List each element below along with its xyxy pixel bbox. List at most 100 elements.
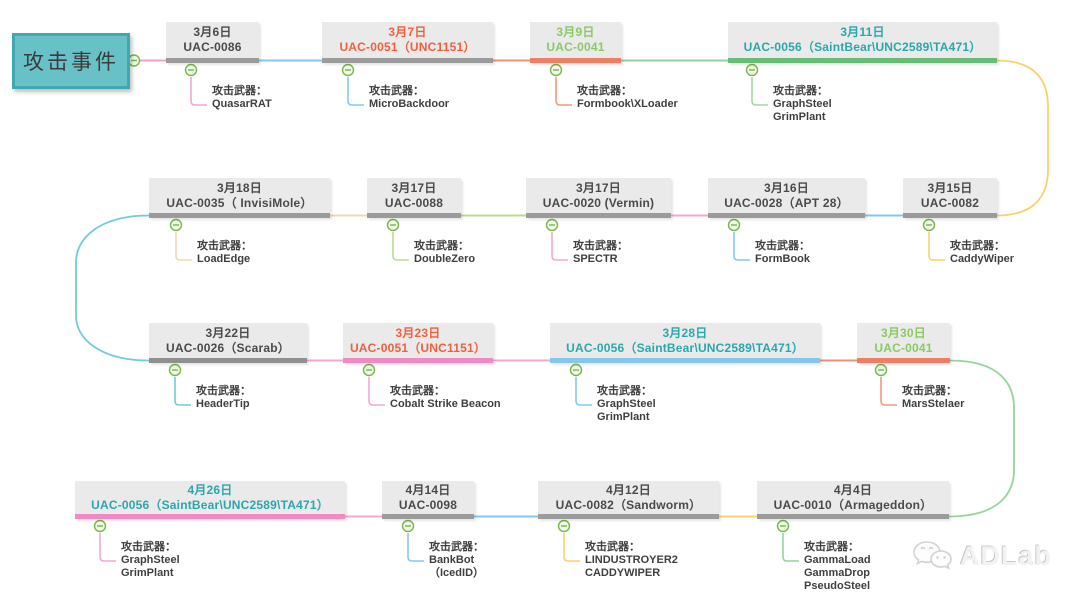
weapon-branch-line: [190, 77, 207, 106]
timeline-curve-right-2: [948, 359, 1015, 518]
weapon-name: GraphSteel: [121, 554, 180, 566]
weapon-name: MicroBackdoor: [369, 98, 450, 110]
watermark: ADLab: [910, 536, 1052, 576]
weapon-branch-line: [563, 533, 580, 562]
weapon-label-title: 攻击武器：: [390, 385, 445, 397]
weapon-name: MarsStelaer: [902, 398, 965, 410]
node-date: 4月26日: [187, 482, 233, 497]
weapon-name: GammaDrop: [804, 567, 871, 579]
collapse-toggle[interactable]: [93, 519, 107, 533]
node-actor: UAC-0035（ InvisiMole）: [166, 195, 313, 210]
weapon-label: 攻击武器：DoubleZero: [414, 240, 475, 266]
weapon-label: 攻击武器：BankBot（IcedID）: [429, 541, 484, 580]
collapse-toggle[interactable]: [168, 363, 182, 377]
node-actor: UAC-0056（SaintBear\UNC2589\TA471）: [566, 340, 804, 355]
weapon-label: 攻击武器：FormBook: [755, 240, 810, 266]
weapon-label: 攻击武器：HeaderTip: [196, 385, 251, 411]
collapse-toggle[interactable]: [874, 363, 888, 377]
weapon-label: 攻击武器：Formbook\XLoader: [577, 85, 678, 111]
node-date: 3月9日: [556, 25, 595, 39]
collapse-toggle[interactable]: [386, 218, 400, 232]
collapse-toggle[interactable]: [401, 519, 415, 533]
node-actor: UAC-0082（Sandworm）: [555, 497, 702, 512]
node-date: 4月4日: [833, 482, 873, 497]
weapon-branch-line: [880, 377, 897, 406]
node-date: 3月6日: [193, 25, 232, 39]
weapon-label-title: 攻击武器：: [121, 541, 176, 553]
weapon-branch-line: [551, 232, 568, 261]
weapon-label-title: 攻击武器：: [804, 541, 859, 553]
weapon-label-title: 攻击武器：: [902, 385, 957, 397]
node-date: 3月30日: [880, 325, 927, 340]
collapse-toggle[interactable]: [362, 363, 376, 377]
weapon-name: GrimPlant: [773, 111, 826, 123]
collapse-toggle[interactable]: [545, 218, 559, 232]
weapon-label-title: 攻击武器：: [429, 541, 484, 553]
collapse-toggle[interactable]: [745, 63, 759, 77]
collapse-toggle[interactable]: [727, 218, 741, 232]
weapon-label-title: 攻击武器：: [196, 385, 251, 397]
weapon-branch-line: [175, 232, 192, 261]
weapon-label-title: 攻击武器：: [369, 85, 424, 97]
weapon-branch-line: [555, 77, 572, 106]
weapon-label-title: 攻击武器：: [414, 240, 469, 252]
weapon-branch-line: [782, 533, 799, 562]
weapon-name: GraphSteel: [773, 98, 832, 110]
collapse-toggle[interactable]: [549, 63, 563, 77]
weapon-label-title: 攻击武器：: [597, 385, 652, 397]
collapse-toggle[interactable]: [341, 63, 355, 77]
weapon-name: SPECTR: [573, 253, 618, 265]
weapon-name: Formbook\XLoader: [577, 98, 678, 110]
node-actor: UAC-0026（Scarab）: [166, 340, 290, 355]
timeline-curve-right-1: [996, 59, 1049, 217]
weapon-branch-line: [928, 232, 945, 261]
node-date: 4月12日: [605, 482, 652, 497]
node-actor: UAC-0056（SaintBear\UNC2589\TA471）: [91, 497, 329, 512]
collapse-toggle[interactable]: [922, 218, 936, 232]
legend-title-box[interactable]: 攻击事件: [12, 33, 130, 89]
weapon-label-title: 攻击武器：: [950, 240, 1005, 252]
weapon-name: （IcedID）: [429, 567, 485, 579]
collapse-toggle-root[interactable]: [127, 54, 141, 67]
collapse-toggle[interactable]: [557, 519, 571, 533]
node-date: 3月15日: [927, 180, 973, 195]
weapon-label-title: 攻击武器：: [773, 85, 828, 97]
collapse-toggle[interactable]: [184, 63, 198, 77]
collapse-toggle[interactable]: [169, 218, 183, 232]
weapon-label: 攻击武器：MarsStelaer: [902, 385, 964, 411]
weapon-label-title: 攻击武器：: [755, 240, 810, 252]
weapon-name: CaddyWiper: [950, 253, 1015, 265]
node-actor: UAC-0028（APT 28）: [724, 195, 849, 210]
weapon-name: GammaLoad: [804, 554, 871, 566]
weapon-branch-line: [368, 377, 385, 406]
node-actor: UAC-0051（UNC1151）: [349, 340, 487, 355]
collapse-toggle[interactable]: [569, 363, 583, 377]
node-date: 3月7日: [388, 25, 427, 39]
weapon-name: CADDYWIPER: [585, 567, 661, 579]
weapon-label-title: 攻击武器：: [585, 541, 640, 553]
weapon-label: 攻击武器：CaddyWiper: [950, 240, 1014, 266]
collapse-toggle[interactable]: [776, 519, 790, 533]
node-date: 3月23日: [395, 325, 441, 340]
